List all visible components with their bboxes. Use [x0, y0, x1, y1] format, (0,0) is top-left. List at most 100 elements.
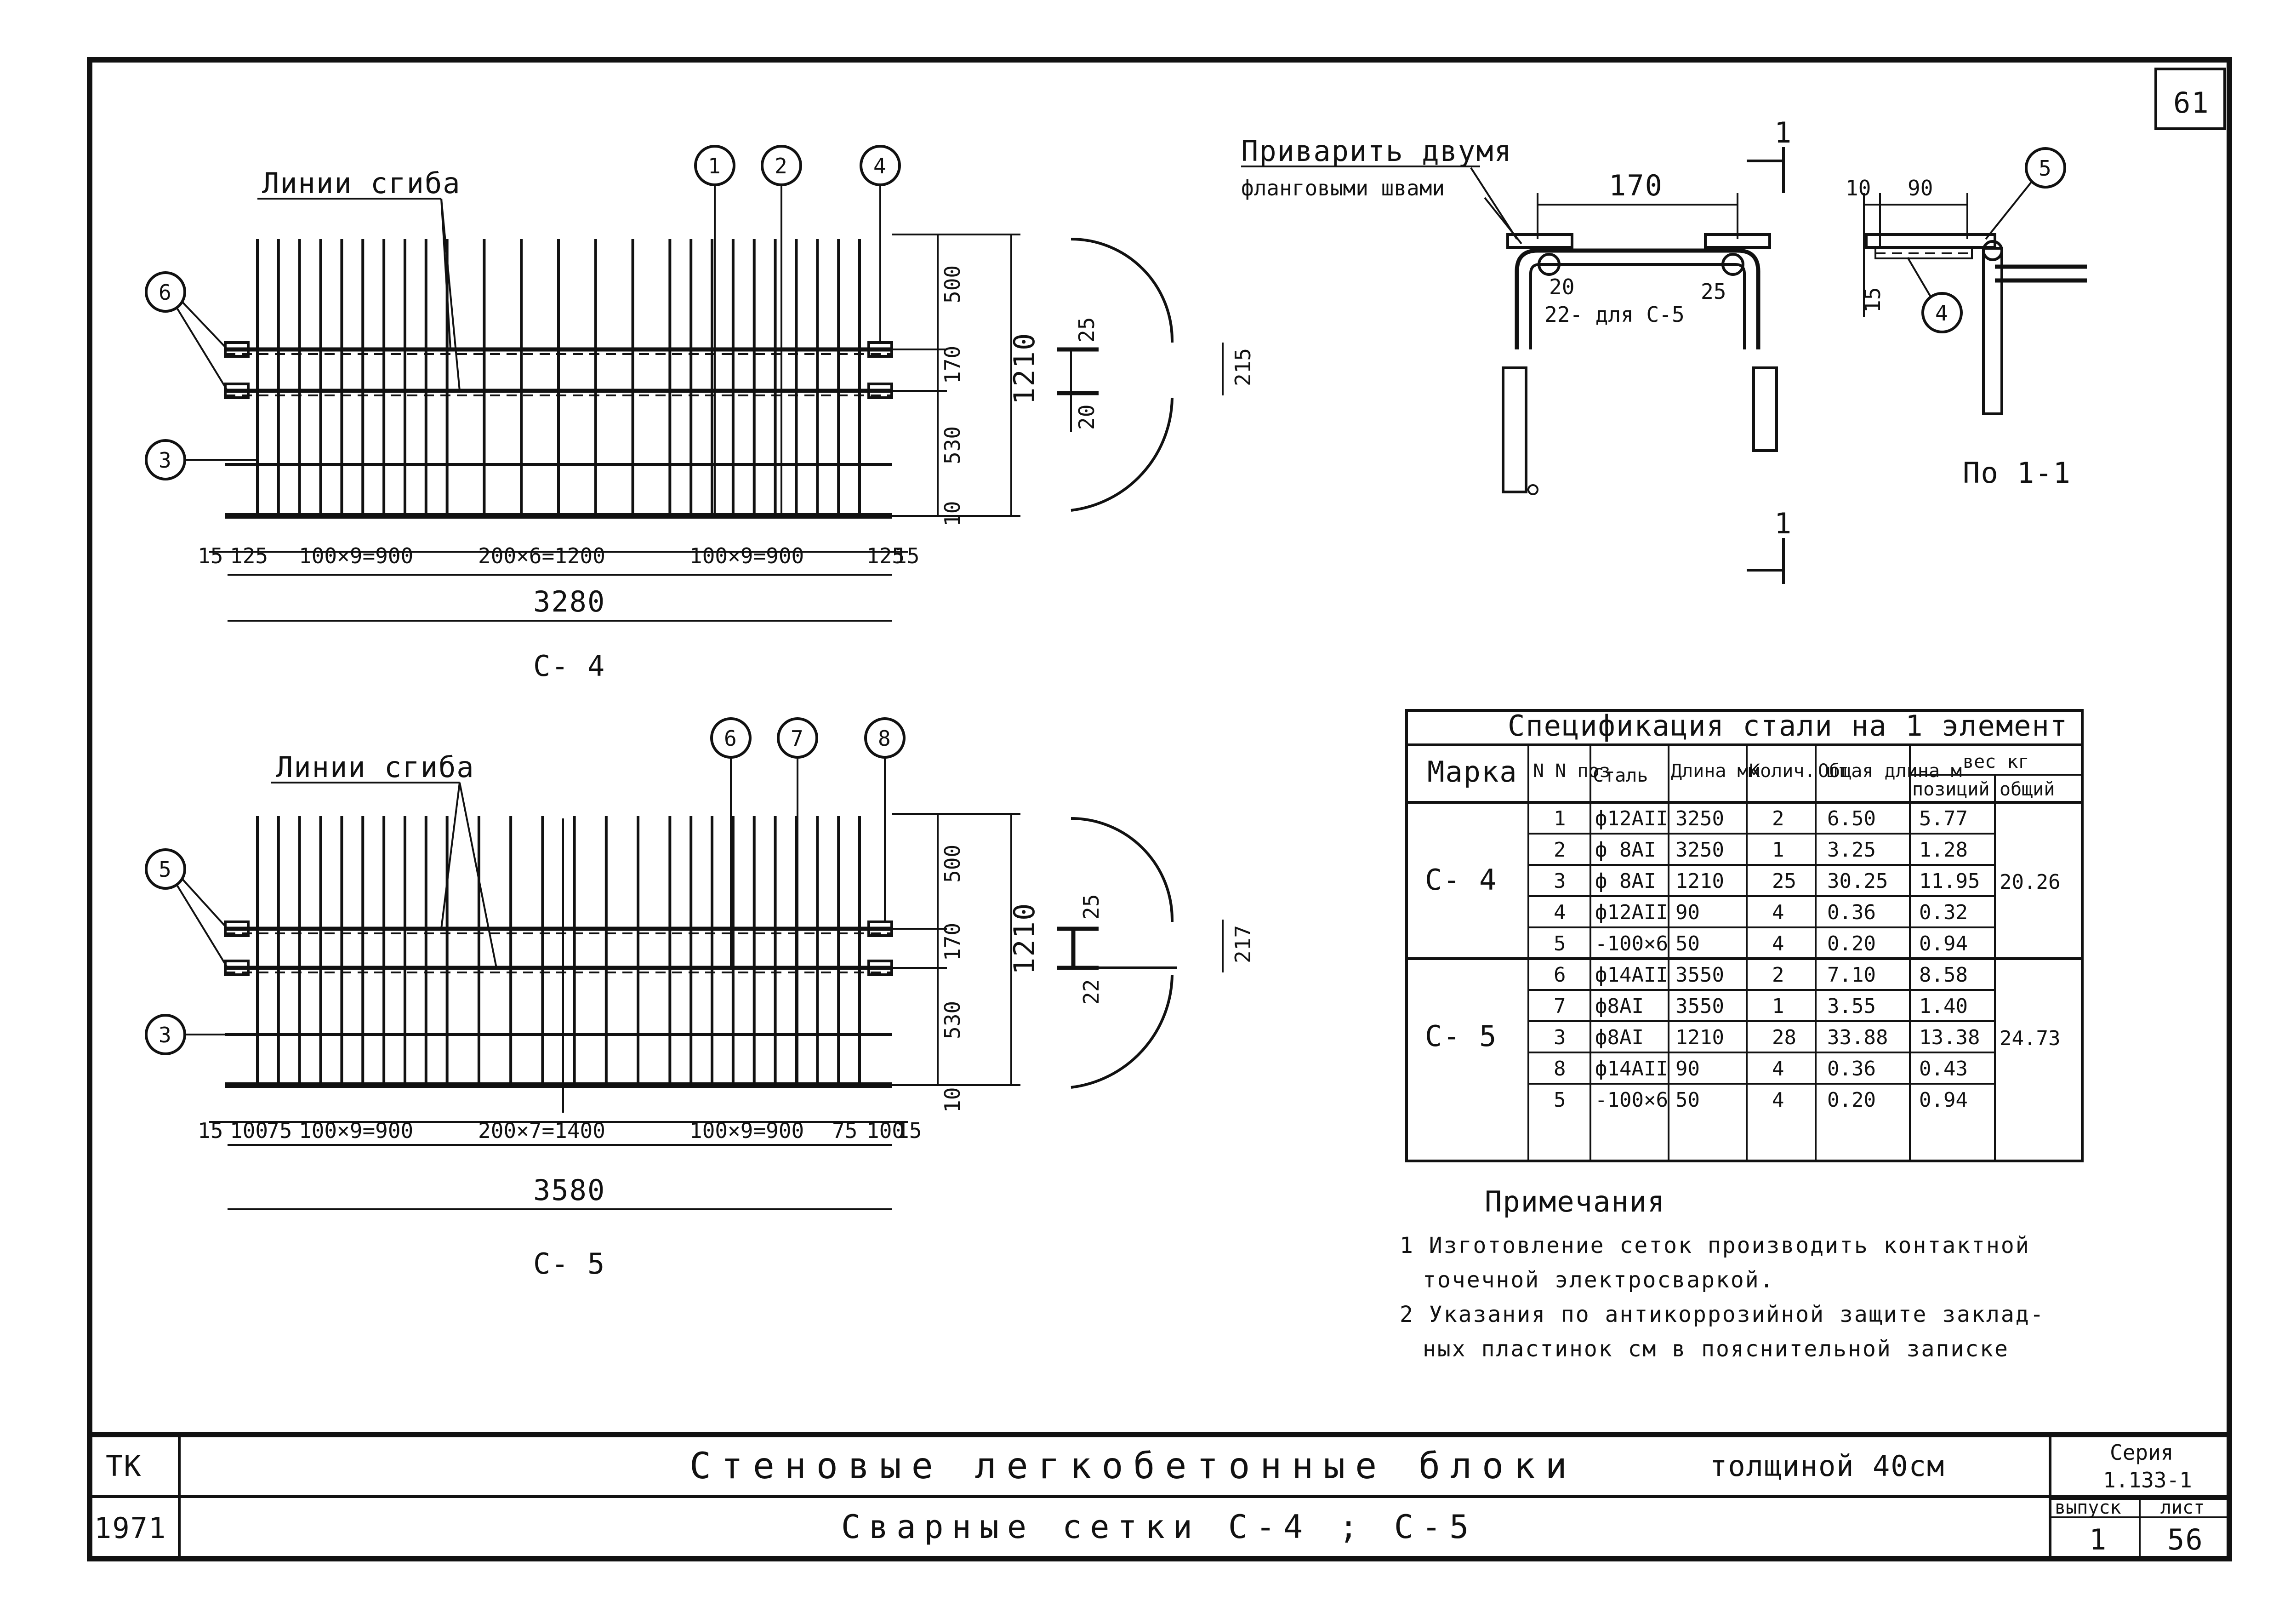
tb-subtitle: Сварные сетки С-4 ; С-5 [841, 1508, 1477, 1546]
tb-org: ТК [106, 1449, 142, 1483]
c5-bend-217: 217 [1231, 925, 1255, 963]
spec-cell-w: 1.40 [1919, 995, 1968, 1018]
tb-thickness: толщиной 40см [1710, 1449, 1945, 1483]
notes-line2: точечной электросваркой. [1423, 1267, 1775, 1293]
c5-title: С- 5 [533, 1247, 605, 1281]
tb-issue-label: выпуск [2055, 1497, 2121, 1518]
hdr-weight: вес кг [1963, 751, 2029, 772]
c4-total-length: 3280 [533, 585, 605, 618]
hdr-pos: N N поз [1533, 760, 1611, 782]
c5-callout-6: 6 [710, 717, 752, 970]
sheet-frame: 61 [87, 57, 2232, 1561]
tb-series-label: Серия [2110, 1440, 2173, 1465]
c4-callout-3: 3 [145, 439, 257, 480]
spec-cell-steel: ф14АII [1595, 963, 1668, 987]
spec-cell-qty: 4 [1772, 932, 1784, 955]
notes-line1: 1 Изготовление сеток производить контакт… [1400, 1233, 2030, 1258]
spec-cell-pos: 8 [1554, 1057, 1566, 1081]
c4-dim-125b: 125 [866, 543, 905, 568]
c5-dim-530: 530 [940, 1001, 965, 1039]
c5-callout-5: 5 [145, 848, 228, 969]
tb-year: 1971 [94, 1511, 166, 1545]
spec-cell-steel: ф14АII [1595, 1057, 1668, 1081]
spec-cell-tlen: 3.55 [1827, 995, 1876, 1018]
spec-cell-w: 0.43 [1919, 1057, 1968, 1081]
spec-cell-qty: 4 [1772, 1088, 1784, 1112]
c4-callout-4: 4 [860, 145, 901, 343]
spec-cell-len: 50 [1675, 1088, 1700, 1112]
spec-cell-steel: ф8АI [1595, 995, 1644, 1018]
hdr-total-length: Общая длина м [1818, 760, 1962, 782]
svg-text:1: 1 [708, 154, 721, 178]
spec-cell-w: 13.38 [1919, 1026, 1980, 1049]
c4-dim-170: 170 [940, 346, 965, 384]
section-callout-5: 5 [1985, 147, 2066, 240]
spec-cell-w: 0.32 [1919, 901, 1968, 924]
spec-header: Марка N N поз Сталь Длина мм Колич. шт О… [1407, 745, 2082, 1161]
c4-callout-1: 1 [694, 145, 735, 515]
c4-vertical-bars [256, 239, 861, 517]
spec-cell-qty: 2 [1772, 963, 1784, 987]
spec-cell-w: 8.58 [1919, 963, 1968, 987]
c5-bend-lines-label: Линии сгиба [276, 750, 475, 784]
spec-cell-qty: 4 [1772, 1057, 1784, 1081]
c5-callout-3: 3 [145, 1014, 257, 1055]
tb-main-title: Стеновые легкобетонные блоки [689, 1446, 1577, 1487]
svg-text:7: 7 [791, 726, 803, 751]
spec-cell-len: 90 [1675, 901, 1700, 924]
c4-dim-500: 500 [940, 265, 965, 303]
c4-bend-lines-label: Линии сгиба [262, 166, 461, 200]
spec-cell-len: 1210 [1675, 1026, 1724, 1049]
notes-line3: 2 Указания по антикоррозийной защите зак… [1400, 1302, 2045, 1327]
spec-cell-w: 11.95 [1919, 869, 1980, 893]
section-dim-15: 15 [1860, 287, 1885, 313]
weld-note-line1: Приварить двумя [1241, 134, 1512, 168]
spec-cell-len: 50 [1675, 932, 1700, 955]
spec-cell-steel: ф 8АI [1595, 838, 1656, 862]
tb-sheet-label: лист [2160, 1497, 2205, 1518]
spec-cell-pos: 4 [1554, 901, 1566, 924]
spec-cell-tlen: 0.36 [1827, 1057, 1876, 1081]
spec-cell-tlen: 0.36 [1827, 901, 1876, 924]
svg-text:3: 3 [159, 1023, 171, 1047]
svg-text:3: 3 [159, 448, 171, 473]
spec-cell-steel: ф12АII [1595, 807, 1668, 830]
spec-cell-steel: ф 8АI [1595, 869, 1656, 893]
spec-group-mark: С- 4 [1425, 863, 1497, 897]
c5-total-length: 3580 [533, 1173, 605, 1207]
section-mark-top: 1 [1774, 116, 1792, 149]
c5-dim-170: 170 [940, 923, 965, 961]
notes-heading: Примечания [1485, 1185, 1665, 1218]
c4-dim-1200: 200×6=1200 [478, 543, 605, 568]
section-title: По 1-1 [1963, 456, 2071, 490]
svg-text:8: 8 [878, 726, 891, 751]
section-mark-bottom: 1 [1774, 507, 1792, 540]
spec-cell-tlen: 0.20 [1827, 932, 1876, 955]
c5-dim-900a: 100×9=900 [299, 1118, 413, 1143]
hdr-mark: Марка [1427, 755, 1518, 789]
mesh-c4: Линии сгиба 1 2 4 6 3 [145, 145, 1255, 683]
spec-cell-qty: 25 [1772, 869, 1796, 893]
c5-dim-100a: 100 [230, 1118, 268, 1143]
c4-dim-15b: 15 [894, 543, 919, 568]
c5-bend-22: 22 [1079, 979, 1104, 1005]
weld-note-line2: фланговыми швами [1241, 176, 1445, 200]
detail-dim-22-c5: 22- для С-5 [1544, 302, 1685, 327]
spec-cell-tlen: 33.88 [1827, 1026, 1888, 1049]
c5-dim-100b: 100 [866, 1118, 905, 1143]
spec-cell-steel: ф8АI [1595, 1026, 1644, 1049]
svg-text:5: 5 [159, 857, 171, 882]
spec-cell-pos: 1 [1554, 807, 1566, 830]
c5-dim-15a: 15 [198, 1118, 223, 1143]
svg-text:6: 6 [159, 280, 171, 305]
spec-group-total: 20.26 [2000, 870, 2060, 894]
c5-dim-75a: 75 [267, 1118, 292, 1143]
c5-dim-10: 10 [940, 1087, 965, 1113]
tb-series-value: 1.133-1 [2103, 1468, 2192, 1492]
spec-cell-steel: -100×6 [1595, 932, 1668, 955]
spec-group-mark: С- 5 [1425, 1019, 1497, 1053]
detail-dim-20: 20 [1549, 274, 1574, 299]
